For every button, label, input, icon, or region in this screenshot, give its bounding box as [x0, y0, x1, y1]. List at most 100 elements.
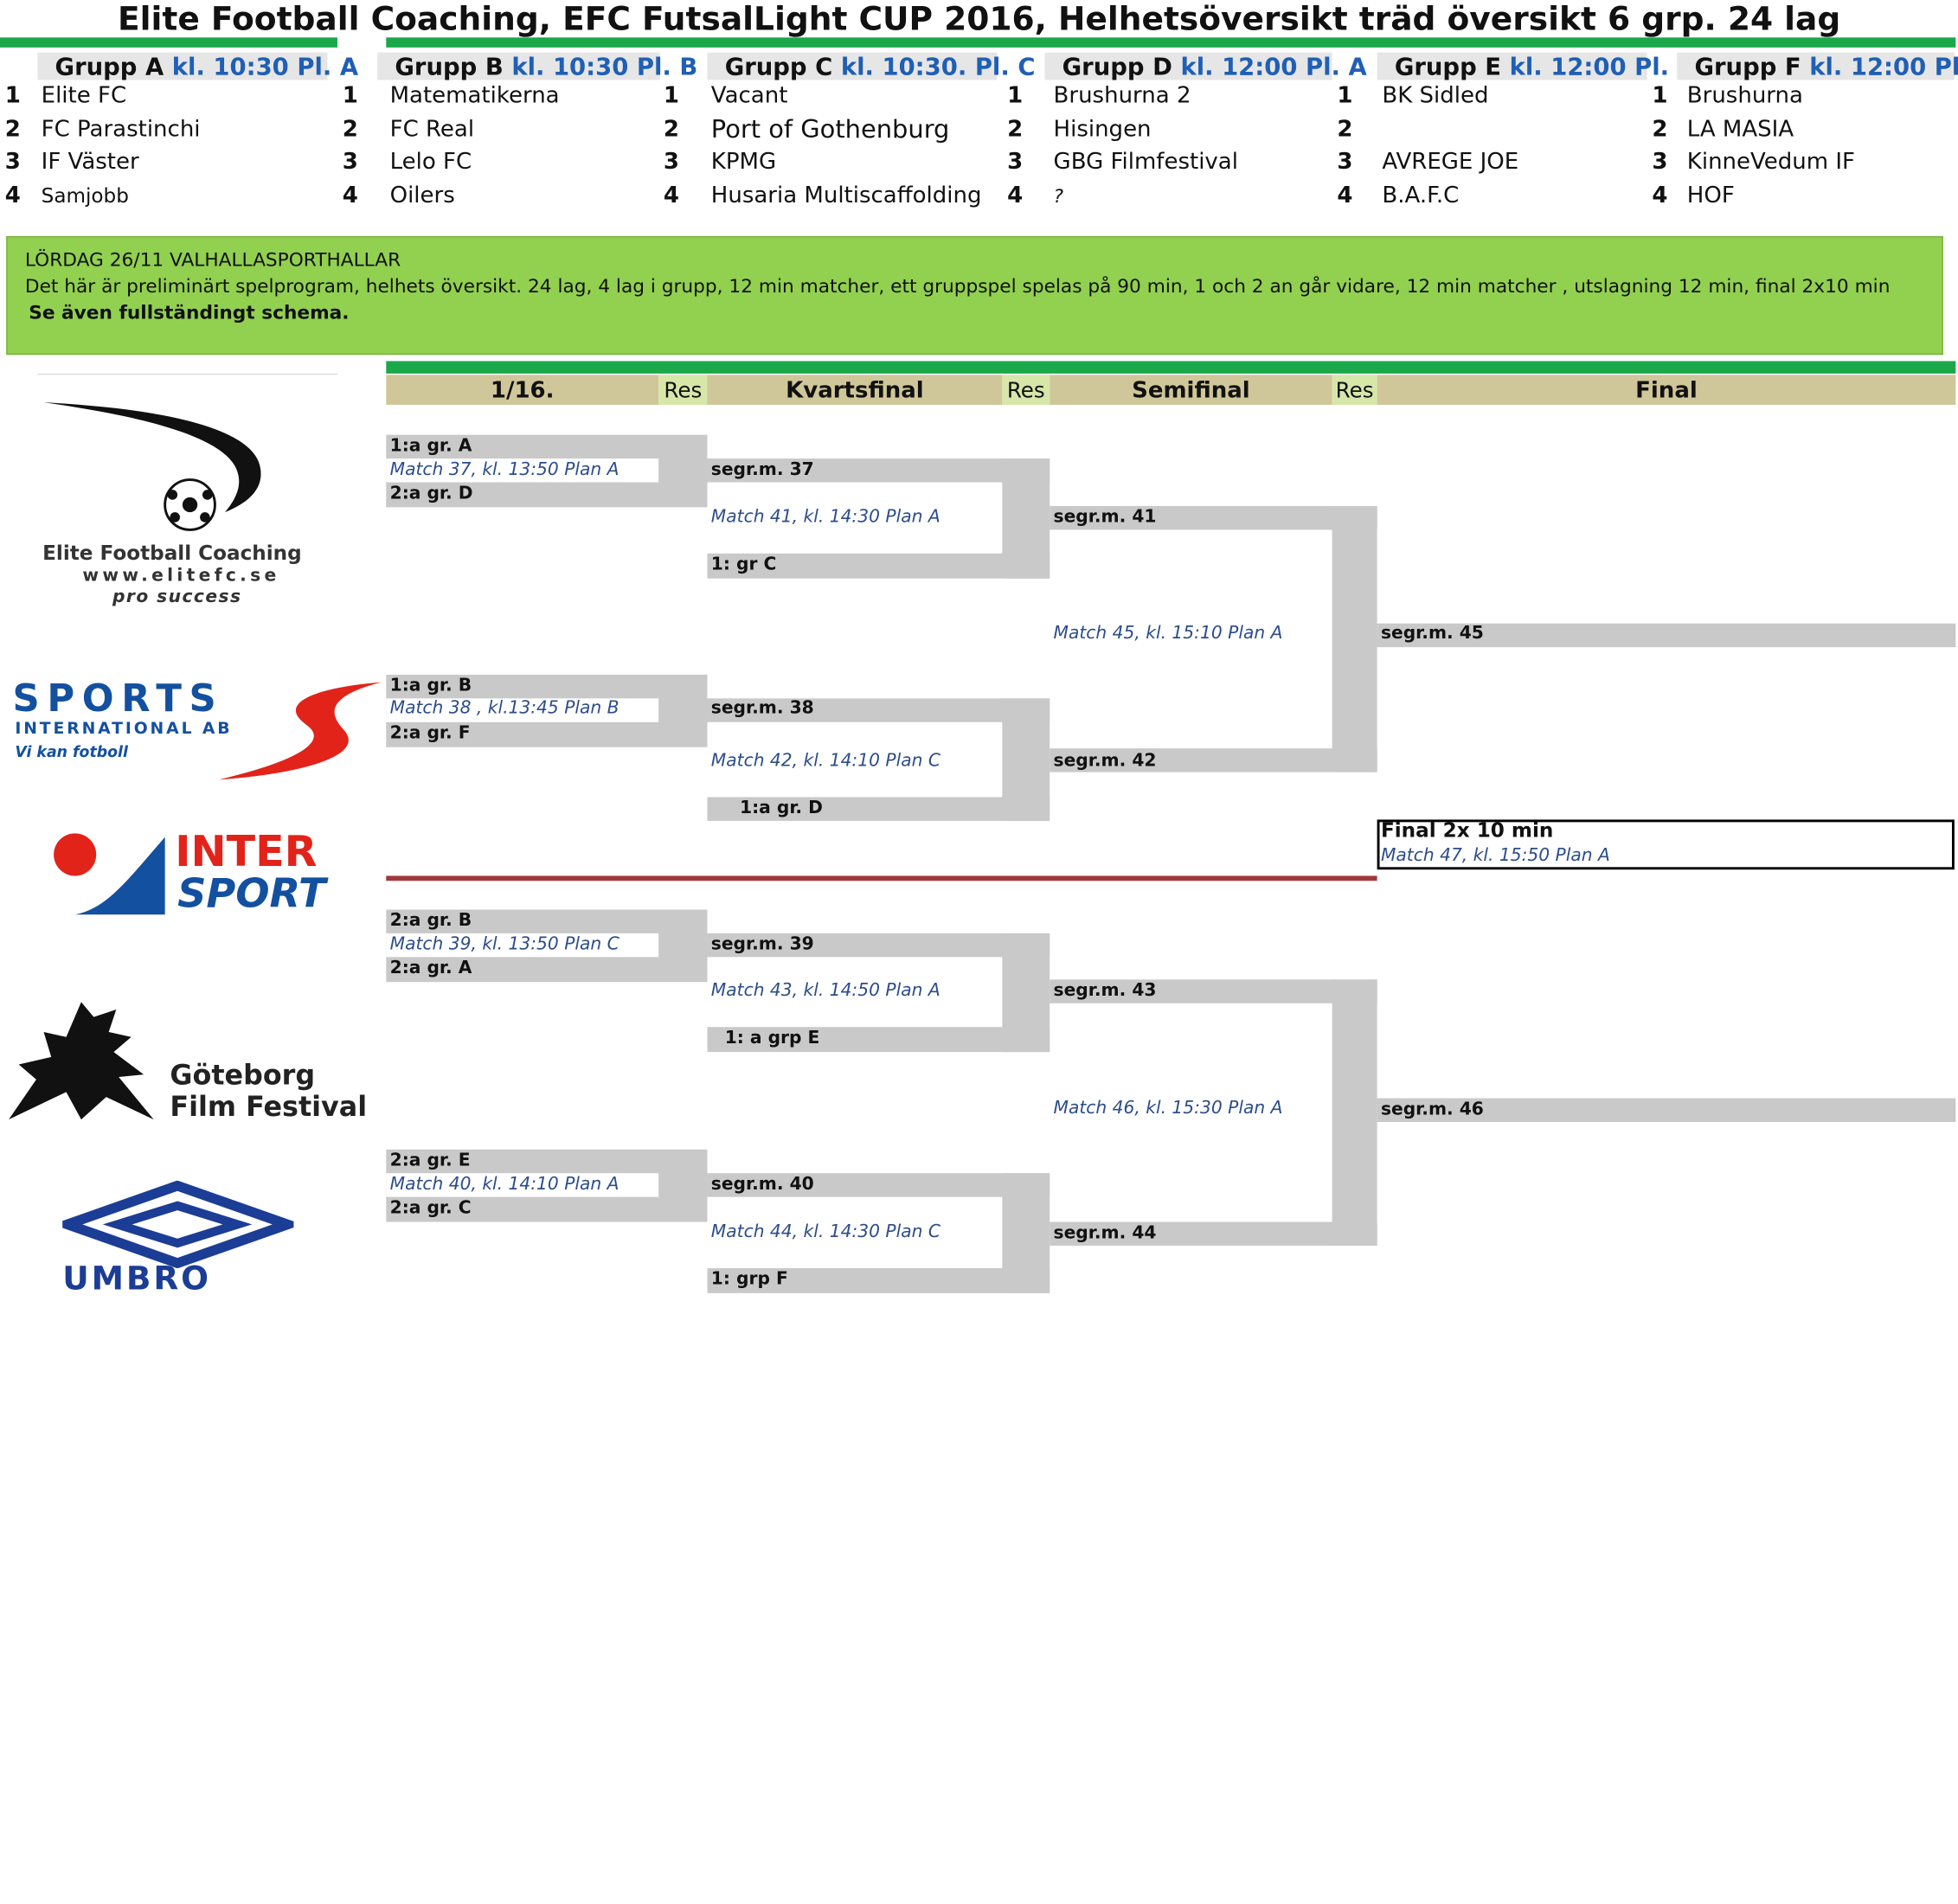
group-d-team-1: Brushurna 2 [1053, 82, 1191, 109]
bracket-qf-2-bottom [707, 797, 1050, 821]
r16-2-top: 1:a gr. B [389, 676, 472, 696]
group-f-num-2: 2 [1652, 116, 1668, 143]
group-b-num-3: 3 [342, 148, 358, 176]
bracket-qf-3-top [707, 933, 1050, 958]
group-b-team-3: Lelo FC [389, 148, 472, 176]
sports-logo-name: SPORTS [12, 676, 224, 721]
intersport-logo-name-2: SPORT [177, 869, 326, 918]
group-a-team-4: Samjobb [41, 183, 129, 208]
group-b-team-1: Matematikerna [389, 82, 560, 109]
final-header: Final [1377, 375, 1956, 405]
group-a-header: Grupp A kl. 10:30 Pl. A [37, 52, 358, 81]
group-c-team-2: Port of Gothenburg [710, 113, 950, 144]
group-d-team-3: GBG Filmfestival [1053, 148, 1238, 176]
group-e-num-2: 2 [1337, 116, 1353, 143]
quarterfinal-res-header: Res [1002, 375, 1050, 405]
r16-3-match: Match 39, kl. 13:50 Plan C [389, 934, 619, 955]
umbro-logo-name: UMBRO [62, 1260, 211, 1298]
r16-1-top: 1:a gr. A [389, 436, 472, 457]
bracket-r16-2-slot [386, 698, 659, 722]
group-e-num-4: 4 [1337, 182, 1353, 209]
group-f-header: Grupp F kl. 12:00 Pl. C [1677, 52, 1958, 81]
bracket-r16-1-slot [386, 458, 659, 483]
group-b-num-2: 2 [342, 116, 358, 143]
group-d-team-4: ? [1053, 184, 1064, 208]
sf-1-bottom: segr.m. 42 [1053, 751, 1157, 772]
bracket-qf-3-bottom [707, 1027, 1050, 1053]
bracket-qf-1-top [707, 458, 1050, 483]
qf-1-top: segr.m. 37 [710, 459, 814, 480]
page-title: Elite Football Coaching, EFC FutsalLight… [117, 1, 1841, 39]
efc-logo-name: Elite Football Coaching [42, 541, 302, 565]
round-16-res-header: Res [658, 375, 708, 405]
quarterfinal-header: Kvartsfinal [707, 375, 1003, 405]
finalist-top: segr.m. 45 [1380, 623, 1484, 644]
bracket-divider [386, 875, 1377, 881]
sf-2-top: segr.m. 43 [1053, 980, 1157, 1001]
sf-1-top: segr.m. 41 [1053, 507, 1157, 528]
group-c-team-4: Husaria Multiscaffolding [710, 182, 982, 209]
final-match: Match 47, kl. 15:50 Plan A [1380, 845, 1610, 866]
qf-2-bottom: 1:a gr. D [740, 798, 823, 819]
bracket-sf-1-top [1050, 505, 1377, 530]
efc-logo-url: www.elitefc.se [82, 566, 280, 587]
bracket-sf-2-side [1332, 979, 1377, 1246]
r16-4-top: 2:a gr. E [389, 1151, 471, 1171]
group-c-team-1: Vacant [710, 82, 788, 109]
r16-1-bottom: 2:a gr. D [389, 483, 473, 504]
group-a-bar [0, 37, 337, 48]
group-b-team-4: Oilers [389, 182, 455, 209]
group-a-num-3: 3 [4, 148, 21, 176]
qf-2-top: segr.m. 38 [710, 698, 814, 719]
group-d-num-2: 2 [1007, 116, 1024, 143]
bracket-sf-1-side [1332, 505, 1377, 772]
group-f-team-4: HOF [1686, 182, 1735, 209]
intersport-logo-name-1: INTER [175, 827, 318, 877]
group-c-num-4: 4 [663, 182, 680, 209]
group-c-header: Grupp C kl. 10:30. Pl. C [707, 52, 1035, 81]
group-f-team-1: Brushurna [1686, 82, 1803, 109]
qf-1-match: Match 41, kl. 14:30 Plan A [710, 507, 940, 528]
group-f-num-4: 4 [1652, 182, 1668, 209]
gff-logo-name-2: Film Festival [170, 1092, 368, 1124]
group-bar [386, 37, 1956, 48]
group-f-num-3: 3 [1652, 148, 1668, 176]
bracket-qf-1-bottom [707, 553, 1050, 579]
group-b-num-1: 1 [342, 82, 358, 109]
group-a-team-2: FC Parastinchi [41, 116, 201, 143]
group-b-team-2: FC Real [389, 116, 475, 143]
r16-3-top: 2:a gr. B [389, 910, 472, 932]
info-description: Det här är preliminärt spelprogram, helh… [24, 274, 1891, 298]
group-b-num-4: 4 [342, 182, 358, 209]
sports-logo-tag: Vi kan fotboll [15, 743, 128, 761]
group-d-num-1: 1 [1007, 82, 1024, 109]
qf-2-match: Match 42, kl. 14:10 Plan C [710, 751, 940, 772]
r16-4-match: Match 40, kl. 14:10 Plan A [389, 1174, 619, 1195]
qf-4-match: Match 44, kl. 14:30 Plan C [710, 1221, 940, 1242]
sf-2-match: Match 46, kl. 15:30 Plan A [1053, 1098, 1283, 1119]
group-f-num-1: 1 [1652, 82, 1668, 109]
group-c-num-2: 2 [663, 116, 680, 143]
r16-2-match: Match 38 , kl.13:45 Plan B [389, 698, 619, 719]
bracket-qf-4-bottom [707, 1267, 1050, 1293]
sports-international-logo-icon [218, 682, 382, 780]
bracket-r16-3-slot [386, 933, 659, 958]
group-a-num-2: 2 [4, 116, 21, 143]
qf-4-bottom: 1: grp F [710, 1269, 788, 1290]
round-16-header: 1/16. [386, 375, 659, 405]
r16-1-match: Match 37, kl. 13:50 Plan A [389, 459, 619, 480]
finalist-bottom: segr.m. 46 [1380, 1099, 1484, 1120]
group-e-team-3: AVREGE JOE [1382, 148, 1519, 176]
group-d-team-2: Hisingen [1053, 116, 1152, 143]
final-box [1377, 819, 1955, 870]
qf-3-match: Match 43, kl. 14:50 Plan A [710, 980, 940, 1001]
bracket-qf-2-top [707, 698, 1050, 722]
final-title: Final 2x 10 min [1380, 818, 1554, 843]
group-a-team-3: IF Väster [41, 148, 139, 176]
logo-divider [37, 373, 337, 375]
group-c-num-1: 1 [663, 82, 680, 109]
group-e-header: Grupp E kl. 12:00 Pl. B [1377, 52, 1696, 81]
efc-logo-tag: pro success [112, 587, 242, 607]
semifinal-header: Semifinal [1050, 375, 1332, 405]
